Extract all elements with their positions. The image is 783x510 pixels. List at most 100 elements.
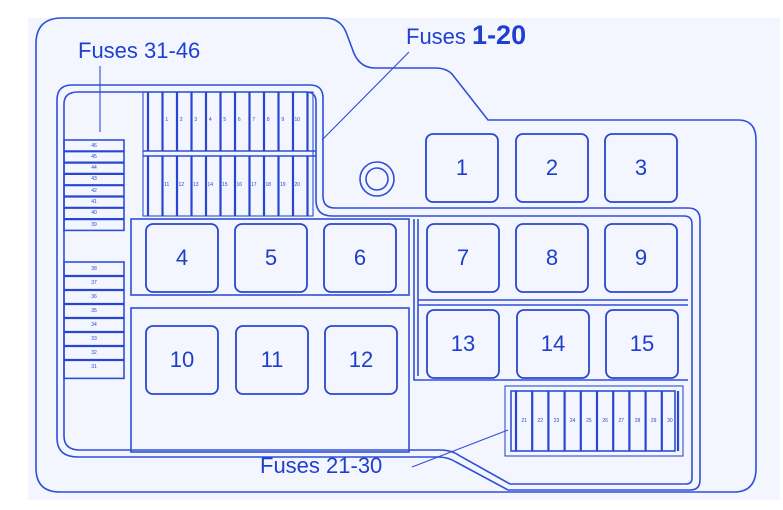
fuse-19: 19 xyxy=(279,182,286,188)
leader-line-1-20 xyxy=(321,51,410,141)
relay-label-1: 1 xyxy=(455,155,469,180)
fuse-1: 1 xyxy=(165,117,169,123)
fuse-column-lower-frame xyxy=(63,261,125,380)
label-fuses-1-20-prefix: Fuses xyxy=(406,24,466,49)
fuse-15: 15 xyxy=(221,182,228,188)
relay-11 xyxy=(235,325,309,395)
fuse-14: 14 xyxy=(207,182,214,188)
fuse-2: 2 xyxy=(179,117,183,123)
relay-7 xyxy=(426,223,500,293)
fuse-36: 36 xyxy=(91,294,97,300)
fuse-34: 34 xyxy=(91,322,97,328)
relay-label-12: 12 xyxy=(348,347,374,372)
fuse-7: 7 xyxy=(252,117,256,123)
fuse-37: 37 xyxy=(91,280,97,286)
relay-1 xyxy=(425,133,499,203)
fuse-block-31-46 xyxy=(63,139,125,380)
relay-8 xyxy=(515,223,589,293)
fuse-6: 6 xyxy=(237,117,241,123)
inner-left-outline-outer xyxy=(56,84,701,491)
relay-frame-10-12 xyxy=(130,307,410,453)
relay-label-10: 10 xyxy=(169,347,195,372)
relay-label-2: 2 xyxy=(545,155,559,180)
relay-frame-4-6 xyxy=(130,218,410,296)
fuse-24: 24 xyxy=(569,418,576,424)
fuse-39: 39 xyxy=(91,221,97,228)
relay-label-5: 5 xyxy=(264,245,278,270)
fuse-4: 4 xyxy=(208,117,212,123)
fuse-46: 46 xyxy=(91,142,97,149)
fuse-43: 43 xyxy=(91,176,97,183)
relay-label-6: 6 xyxy=(353,245,367,270)
fuse-26: 26 xyxy=(602,418,608,424)
label-fuses-1-20: Fuses 1-20 xyxy=(406,22,526,49)
mount-hole-inner xyxy=(365,167,389,191)
outer-outline xyxy=(35,17,757,493)
fuse-22: 22 xyxy=(537,418,544,424)
relay-label-8: 8 xyxy=(545,245,559,270)
relay-3 xyxy=(604,133,678,203)
fuse-18: 18 xyxy=(265,182,272,188)
leader-line-21-30 xyxy=(411,429,509,468)
fuse-38: 38 xyxy=(91,266,97,272)
relay-label-11: 11 xyxy=(260,347,284,372)
relay-label-14: 14 xyxy=(540,331,566,356)
fuse-35: 35 xyxy=(91,308,97,314)
label-fuses-21-30: Fuses 21-30 xyxy=(260,453,383,478)
relay-label-9: 9 xyxy=(634,245,648,270)
fuse-27: 27 xyxy=(618,418,625,424)
relay-13 xyxy=(426,309,500,379)
relay-group xyxy=(145,133,679,395)
fuse-20: 20 xyxy=(294,182,301,188)
inner-left-outline-inner xyxy=(63,91,693,485)
fuse-28: 28 xyxy=(634,418,641,424)
fuse-21: 21 xyxy=(521,418,527,424)
fuse-40: 40 xyxy=(91,210,97,217)
fuse-3: 3 xyxy=(194,117,198,123)
relay-15 xyxy=(605,309,679,379)
relay-5 xyxy=(234,223,308,293)
fuse-block-1-20 xyxy=(142,91,316,217)
relay-label-7: 7 xyxy=(456,245,470,270)
fuse-16: 16 xyxy=(236,182,243,188)
fuse-33: 33 xyxy=(91,336,97,342)
fuse-32: 32 xyxy=(91,350,97,356)
fuse-25: 25 xyxy=(586,418,592,424)
fuse-23: 23 xyxy=(553,418,560,424)
fuse-44: 44 xyxy=(91,165,97,172)
relay-6 xyxy=(323,223,397,293)
relay-12 xyxy=(324,325,398,395)
fuse-13: 13 xyxy=(192,182,199,188)
relay-4 xyxy=(145,223,219,293)
fuse-block-21-30-frame xyxy=(504,385,684,457)
relay-2 xyxy=(515,133,589,203)
fuse-17: 17 xyxy=(250,182,257,188)
fuse-45: 45 xyxy=(91,153,97,160)
fuse-29: 29 xyxy=(650,418,657,424)
label-fuses-1-20-range: 1-20 xyxy=(472,20,527,50)
fuse-11: 11 xyxy=(164,182,170,188)
relay-frame-right xyxy=(413,219,688,381)
fuse-10: 10 xyxy=(294,117,301,123)
fuse-12: 12 xyxy=(178,182,185,188)
relay-label-4: 4 xyxy=(175,245,189,270)
relay-label-15: 15 xyxy=(629,331,655,356)
fuse-block-21-30-inner xyxy=(510,390,676,452)
fuse-30: 30 xyxy=(667,418,673,424)
fuse-block-21-30 xyxy=(504,385,684,457)
fuse-9: 9 xyxy=(281,117,285,123)
relay-label-13: 13 xyxy=(450,331,476,356)
fuse-8: 8 xyxy=(266,117,270,123)
relay-10 xyxy=(145,325,219,395)
fuse-41: 41 xyxy=(91,199,97,205)
mount-hole-outer xyxy=(359,161,395,197)
fuse-5: 5 xyxy=(223,117,227,123)
relay-14 xyxy=(516,309,590,379)
fuse-42: 42 xyxy=(91,187,97,194)
label-fuses-31-46: Fuses 31-46 xyxy=(78,38,201,63)
relay-label-3: 3 xyxy=(634,155,648,180)
relay-9 xyxy=(604,223,678,293)
fuse-31: 31 xyxy=(91,364,97,370)
